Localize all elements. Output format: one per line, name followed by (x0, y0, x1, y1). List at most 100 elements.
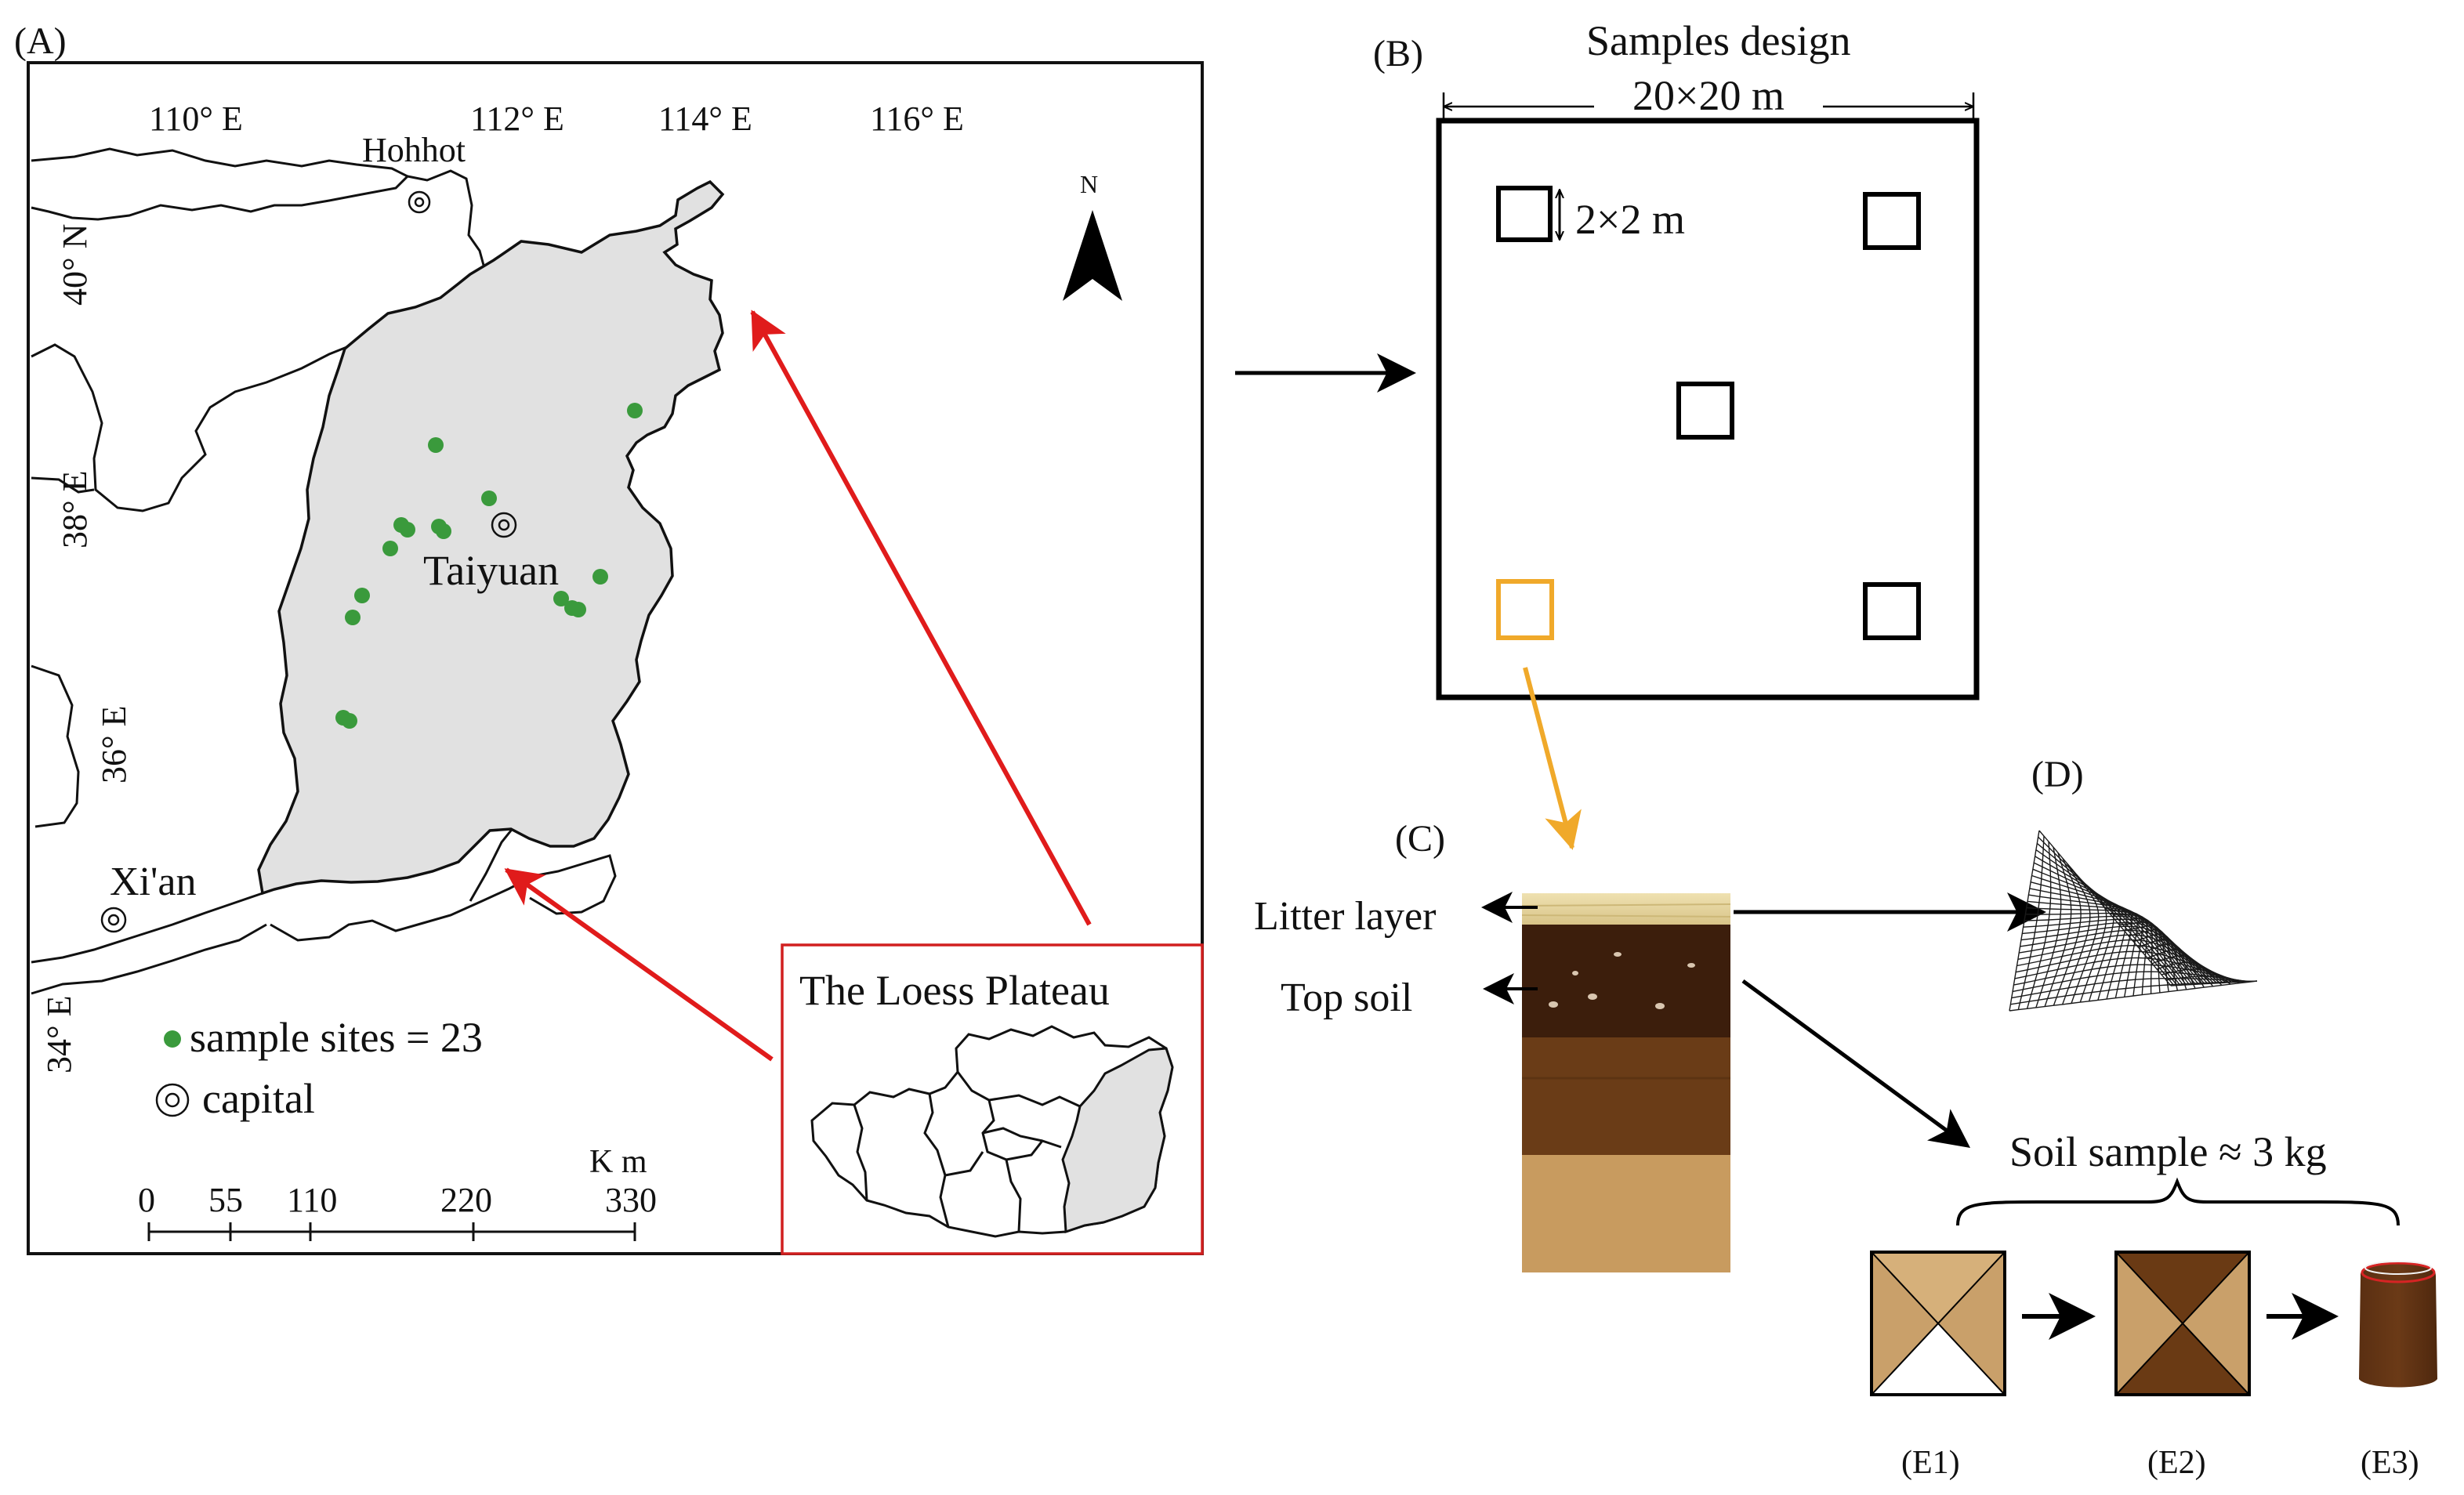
scale-bar: K m 0 55 110 220 330 (138, 1144, 657, 1241)
surface-panel: (D) (2009, 754, 2258, 1012)
pointer-arrow-north (750, 309, 1092, 926)
mesh-line (2114, 918, 2153, 994)
quadrat-bottom-right (1863, 582, 1921, 640)
panel-label-a: (A) (14, 20, 67, 62)
mesh-line (2165, 976, 2248, 983)
mesh-line (2010, 980, 2255, 1005)
mesh-line (2013, 964, 2245, 986)
sample-site (553, 591, 569, 606)
mesh-line (2128, 928, 2179, 991)
topsoil-label: Top soil (1281, 976, 1412, 1020)
scale-unit: K m (589, 1144, 647, 1180)
panel-label-c: (C) (1395, 818, 1445, 860)
soil-profile-column (1521, 893, 1731, 1272)
litter-layer-band (1522, 893, 1730, 925)
surface-mesh (2009, 830, 2258, 1012)
mesh-line (2137, 938, 2196, 989)
mesh-line (2035, 847, 2062, 1008)
subsoil-band (1522, 1037, 1730, 1155)
soil-profile-panel: (C) Litter layer Top soil (1254, 818, 2046, 1272)
lon-label-116: 116° E (870, 100, 964, 138)
lat-label-38: 38° E (56, 471, 94, 548)
panel-label-e3: (E3) (2361, 1445, 2419, 1481)
city-hohhot: Hohhot (362, 131, 466, 214)
sample-sites (335, 403, 643, 729)
sample-processing-panel: Soil sample ≈ 3 kg (E1) (E2) (1870, 1128, 2437, 1481)
sample-site (481, 490, 497, 506)
mesh-line (2142, 943, 2205, 988)
mesh-line (2147, 949, 2214, 987)
city-label-xian: Xi'an (110, 860, 196, 904)
quadrat-top-left (1496, 186, 1553, 242)
sample-bag (2359, 1261, 2437, 1388)
mesh-line (2156, 961, 2231, 985)
legend-capital-label: capital (202, 1075, 315, 1122)
scale-tick-330: 330 (605, 1181, 657, 1219)
sample-site (571, 602, 586, 617)
city-label-taiyuan: Taiyuan (423, 547, 559, 594)
map-panel: 110° E 112° E 114° E 116° E 40° N 38° E … (27, 61, 1204, 1255)
shanxi-region (257, 179, 725, 896)
scale-tick-0: 0 (138, 1181, 155, 1219)
lat-label-40n: 40° N (56, 224, 94, 306)
mesh-line (2170, 980, 2258, 986)
arrow-quadrat-to-profile (1523, 667, 1582, 850)
plot-size-label: 20×20 m (1632, 72, 1785, 119)
lon-label-112: 112° E (470, 100, 564, 138)
quadrat-bottom-left-highlight (1496, 579, 1554, 640)
topsoil-fragments (1549, 952, 1695, 1009)
sample-site (436, 523, 451, 539)
panel-label-e2: (E2) (2147, 1445, 2206, 1481)
sample-site (428, 437, 444, 453)
inset-title: The Loess Plateau (799, 967, 1110, 1014)
lon-label-110: 110° E (149, 100, 243, 138)
mesh-line (2011, 977, 2252, 999)
pointer-arrow-south (504, 867, 774, 1062)
sample-brace (1956, 1177, 2400, 1226)
litter-layer-label: Litter layer (1254, 894, 1436, 939)
map-legend: sample sites = 23 capital (155, 1014, 483, 1122)
city-taiyuan: Taiyuan (423, 512, 559, 594)
inset-study-area (1061, 1047, 1174, 1234)
legend-sites-label: sample sites = 23 (190, 1014, 483, 1061)
scale-tick-55: 55 (208, 1181, 243, 1219)
north-arrow: N (1063, 170, 1122, 301)
sample-site (342, 713, 357, 729)
north-label: N (1080, 170, 1098, 198)
mesh-line (2132, 933, 2187, 990)
sample-site (592, 569, 608, 585)
scale-tick-110: 110 (287, 1181, 337, 1219)
panel-label-d: (D) (2031, 754, 2084, 795)
quadrat-top-right (1863, 192, 1921, 250)
city-xian: Xi'an (100, 860, 196, 933)
sampling-title: Samples design (1586, 17, 1850, 64)
soil-sample-label: Soil sample ≈ 3 kg (2009, 1128, 2327, 1175)
sample-site (627, 403, 643, 418)
panel-label-b: (B) (1373, 33, 1423, 74)
panel-label-e1: (E1) (1901, 1445, 1960, 1481)
mesh-line (2009, 980, 2258, 1012)
quartering-step-2 (2114, 1251, 2251, 1396)
inset-map: The Loess Plateau (781, 943, 1204, 1255)
mesh-line (2123, 925, 2169, 992)
arrow-profile-to-sample (1741, 979, 1971, 1148)
parent-material-band (1522, 1155, 1730, 1272)
legend-capital-symbol (155, 1083, 190, 1117)
mesh-line (2017, 939, 2233, 983)
lon-label-114: 114° E (658, 100, 752, 138)
sample-site (354, 588, 370, 603)
quartering-step-1 (1870, 1251, 2006, 1396)
legend-site-symbol (164, 1030, 181, 1048)
quadrat-center (1676, 382, 1734, 440)
city-label-hohhot: Hohhot (362, 131, 466, 169)
mesh-line (2151, 955, 2223, 986)
mesh-line (2015, 950, 2239, 983)
mesh-line (2109, 913, 2148, 995)
topsoil-band (1522, 925, 1730, 1037)
lat-label-36: 36° E (95, 706, 133, 784)
sampling-design: (B) Samples design 20×20 m 2×2 m (1373, 17, 1980, 700)
scale-tick-220: 220 (440, 1181, 492, 1219)
plot-boundary (1436, 118, 1980, 700)
quadrat-size-label: 2×2 m (1575, 196, 1685, 243)
